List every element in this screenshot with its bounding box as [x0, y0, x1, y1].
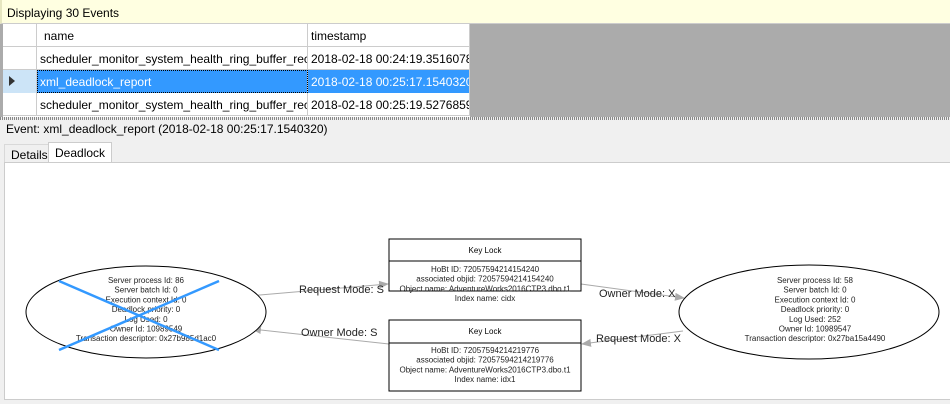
row-selector[interactable]: [3, 93, 37, 116]
table-row[interactable]: xml_deadlock_report 2018-02-18 00:25:17.…: [3, 70, 470, 93]
deadlock-graph-panel: Request Mode: S Owner Mode: S Owner Mode…: [4, 162, 950, 400]
event-count: Displaying 30 Events: [7, 6, 120, 20]
column-header-timestamp[interactable]: timestamp: [308, 24, 470, 47]
node-text-line: Server process Id: 58: [777, 276, 854, 285]
events-grid: name timestamp scheduler_monitor_system_…: [3, 24, 470, 117]
node-text-line: Owner Id: 10989547: [779, 325, 852, 334]
node-text-line: Execution context Id: 0: [775, 295, 856, 304]
table-row[interactable]: scheduler_monitor_system_health_ring_buf…: [3, 93, 470, 116]
node-text-line: Server batch Id: 0: [783, 286, 847, 295]
node-text-line: Object name: AdventureWorks2016CTP3.dbo.…: [399, 365, 571, 374]
node-text-line: Index name: idx1: [455, 375, 516, 384]
node-text-line: Index name: cidx: [455, 294, 515, 303]
edge-label: Owner Mode: S: [301, 327, 377, 339]
key-lock-node-2[interactable]: Key Lock HoBt ID: 72057594214219776assoc…: [388, 319, 582, 392]
cell-name[interactable]: scheduler_monitor_system_health_ring_buf…: [37, 93, 308, 116]
node-text-line: Deadlock priority: 0: [112, 305, 181, 314]
edge-label: Request Mode: S: [299, 284, 384, 296]
node-text-line: Server batch Id: 0: [114, 286, 178, 295]
row-selector[interactable]: [3, 70, 37, 93]
event-label: Event: xml_deadlock_report (2018-02-18 0…: [6, 122, 328, 136]
column-header-name[interactable]: name: [37, 24, 308, 47]
key-lock-node-1[interactable]: Key Lock HoBt ID: 72057594214154240assoc…: [388, 238, 582, 303]
events-grid-area: name timestamp scheduler_monitor_system_…: [0, 24, 950, 117]
node-text-line: Transaction descriptor: 0x27ba15a4490: [745, 334, 886, 343]
lock-title: Key Lock: [469, 327, 503, 336]
edge-label: Owner Mode: X: [599, 288, 676, 300]
edge-owner-x: [580, 283, 685, 301]
cell-timestamp[interactable]: 2018-02-18 00:25:17.1540320: [308, 70, 470, 93]
grid-header: name timestamp: [3, 24, 470, 47]
node-text-line: Deadlock priority: 0: [781, 305, 850, 314]
current-row-arrow-icon: [9, 76, 15, 86]
cell-name[interactable]: xml_deadlock_report: [37, 70, 308, 93]
row-selector[interactable]: [3, 47, 37, 70]
cell-timestamp[interactable]: 2018-02-18 00:25:19.5276859: [308, 93, 470, 116]
node-text-line: associated objid: 72057594214154240: [416, 275, 554, 284]
splitter[interactable]: [0, 117, 950, 120]
status-bar: Displaying 30 Events: [0, 0, 950, 24]
node-text-line: Execution context Id: 0: [106, 295, 187, 304]
node-text-line: HoBt ID: 72057594214154240: [431, 265, 540, 274]
edge-owner-s: [251, 326, 390, 345]
edge-request-x: [581, 330, 684, 347]
table-row[interactable]: scheduler_monitor_system_health_ring_buf…: [3, 47, 470, 70]
node-text-line: HoBt ID: 72057594214219776: [431, 346, 540, 355]
tab-deadlock[interactable]: Deadlock: [48, 142, 113, 163]
row-header-corner: [3, 24, 37, 47]
node-text-line: Object name: AdventureWorks2016CTP3.dbo.…: [399, 284, 571, 293]
node-text-line: Log Used: 252: [789, 315, 842, 324]
node-text-line: associated objid: 72057594214219776: [416, 356, 554, 365]
edge-request-s: [247, 280, 389, 297]
node-text-line: Transaction descriptor: 0x27b985d1ac0: [76, 334, 217, 343]
node-text-line: Owner Id: 10989549: [110, 325, 183, 334]
edge-label: Request Mode: X: [596, 333, 682, 345]
deadlock-graph: Request Mode: S Owner Mode: S Owner Mode…: [25, 238, 940, 392]
lock-title: Key Lock: [469, 246, 503, 255]
victim-x-mark: [58, 279, 220, 352]
cell-timestamp[interactable]: 2018-02-18 00:24:19.3516078: [308, 47, 470, 70]
cell-name[interactable]: scheduler_monitor_system_health_ring_buf…: [37, 47, 308, 70]
node-text-line: Server process Id: 86: [108, 276, 185, 285]
